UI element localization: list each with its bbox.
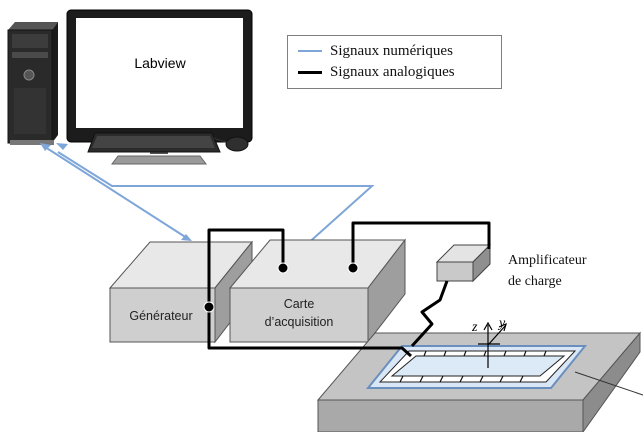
digital-signal-lines: [40, 143, 375, 247]
legend-item-digital: Signaux numériques: [298, 41, 453, 61]
charge-amplifier: [435, 243, 492, 283]
legend-label-digital: Signaux numériques: [330, 42, 453, 59]
amplifier-label-line2: de charge: [508, 274, 562, 289]
connector-card-right: [347, 262, 359, 274]
legend-item-analog: Signaux analogiques: [298, 62, 455, 82]
analog-signal-wires: [207, 221, 491, 358]
acquisition-label-line2: d’acquisition: [265, 315, 334, 329]
acquisition-label-line1: Carte: [284, 297, 315, 311]
legend-swatch-digital: [298, 50, 322, 52]
axis-y-label: y: [497, 316, 506, 331]
connector-generator: [203, 301, 215, 313]
sample-strip: [365, 345, 643, 396]
generator-label: Générateur: [129, 309, 192, 323]
computer-tower: [7, 22, 58, 145]
generator-block: Générateur: [108, 240, 254, 344]
keyboard: [87, 132, 221, 153]
amplifier-label-line1: Amplificateur: [508, 253, 587, 268]
wire-amplifier-to-sample: [410, 280, 449, 348]
monitor-screen-text: Labview: [134, 55, 186, 71]
coordinate-axes: [478, 321, 507, 368]
monitor: Labview: [66, 9, 253, 165]
mouse: [213, 136, 249, 152]
connector-dots: [203, 262, 359, 313]
wire-card-to-amplifier: [351, 221, 491, 268]
wire-generator-to-card: [207, 228, 285, 307]
wire-generator-to-sample: [207, 307, 412, 358]
legend-label-analog: Signaux analogiques: [330, 63, 455, 80]
legend-swatch-analog: [298, 70, 322, 74]
axis-z-label: z: [471, 320, 478, 335]
acquisition-card-block: Carte d’acquisition: [228, 238, 407, 344]
connector-card-left: [277, 262, 289, 274]
legend: Signaux numériques Signaux analogiques: [287, 35, 502, 89]
